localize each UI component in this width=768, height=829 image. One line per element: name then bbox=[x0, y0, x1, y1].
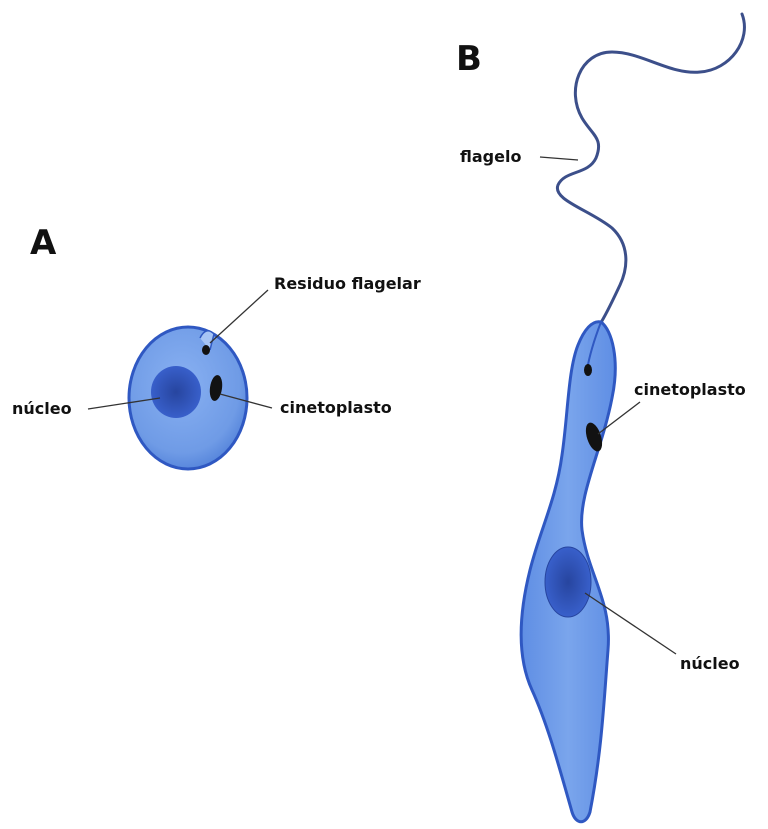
leader-a-flagellar-residue bbox=[210, 290, 268, 343]
label-a-nucleus: núcleo bbox=[12, 399, 72, 418]
amastigote-cell bbox=[129, 327, 247, 469]
panel-a-letter: A bbox=[30, 223, 57, 263]
amastigote-flagellar-residue bbox=[202, 345, 210, 355]
panel-b: B flagelo cinetoplasto núcleo bbox=[456, 14, 746, 822]
panel-a: A Residuo flagelar núcleo cinetoplasto bbox=[12, 223, 421, 469]
leader-b-flagellum bbox=[540, 157, 578, 160]
label-b-flagellum: flagelo bbox=[460, 147, 521, 166]
promastigote-cell bbox=[521, 322, 615, 822]
label-a-kinetoplast: cinetoplasto bbox=[280, 398, 392, 417]
label-b-nucleus: núcleo bbox=[680, 654, 740, 673]
promastigote-flagellum bbox=[557, 14, 744, 324]
label-b-kinetoplast: cinetoplasto bbox=[634, 380, 746, 399]
promastigote-nucleus bbox=[545, 547, 591, 617]
amastigote-nucleus bbox=[151, 366, 201, 418]
label-a-flagellar-residue: Residuo flagelar bbox=[274, 274, 421, 293]
panel-b-letter: B bbox=[456, 39, 482, 79]
promastigote-basal-body bbox=[584, 364, 592, 376]
